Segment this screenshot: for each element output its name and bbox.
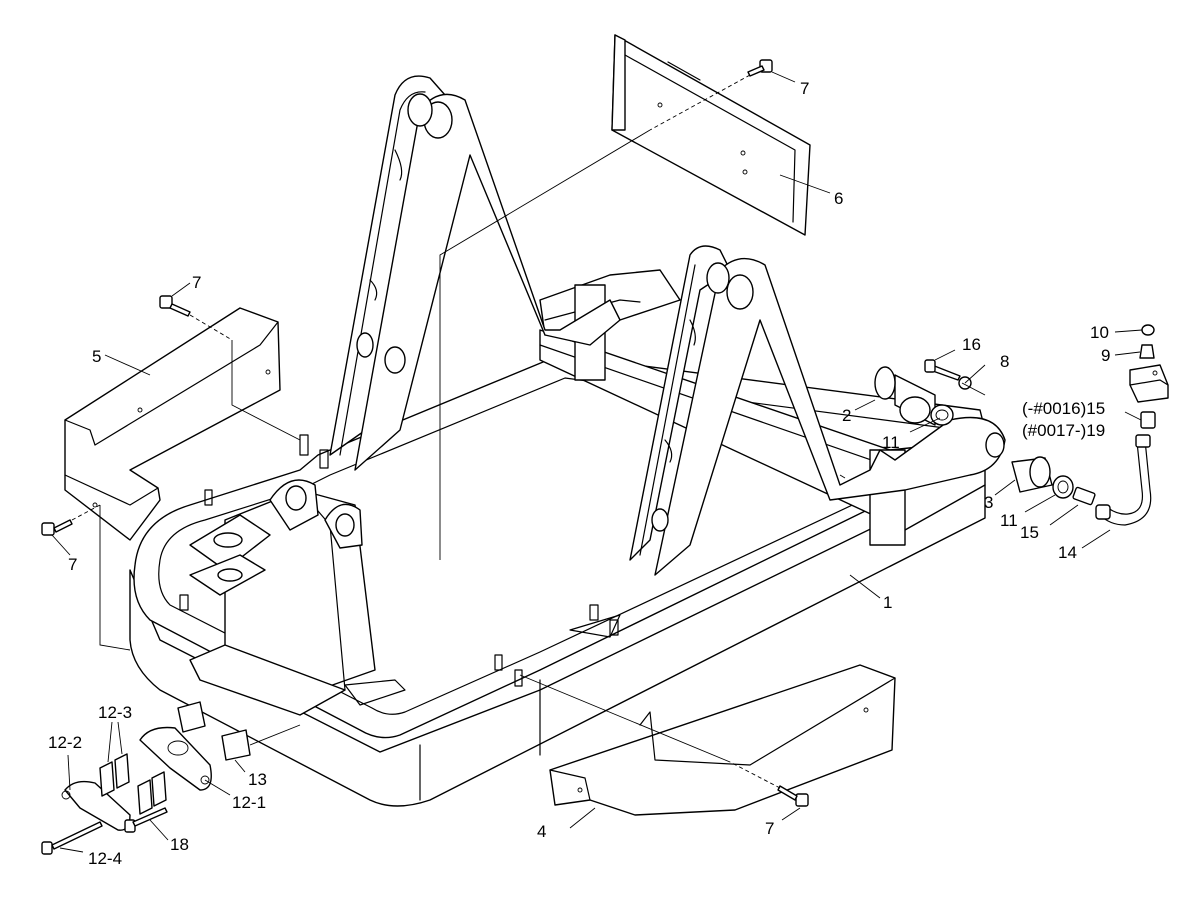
callout-11-upper: 11 <box>882 433 900 452</box>
cap-10 <box>1141 324 1155 336</box>
bolt-7-left-upper <box>159 295 191 317</box>
bolt-12-4 <box>41 821 103 855</box>
callout-12-4: 12-4 <box>88 849 122 868</box>
assembly-lines <box>71 74 986 789</box>
callout-5: 5 <box>92 347 101 366</box>
bolt-18 <box>124 807 168 833</box>
bolt-7-left-lower <box>41 519 73 536</box>
callout-9: 9 <box>1101 346 1110 365</box>
fitting-15 <box>1072 486 1096 506</box>
shims-12-3 <box>99 753 167 815</box>
callout-12-1: 12-1 <box>232 793 266 812</box>
callout-15-upper: (-#0016)15 <box>1022 399 1105 418</box>
pin-2 <box>874 366 936 426</box>
callout-7-left-upper: 7 <box>192 273 201 292</box>
hose-14 <box>1095 434 1152 526</box>
callout-8: 8 <box>1000 352 1009 371</box>
callout-7-left-lower: 7 <box>68 555 77 574</box>
callout-2: 2 <box>842 406 851 425</box>
callout-14: 14 <box>1058 543 1077 562</box>
guard-5 <box>64 307 281 541</box>
bolt-16 <box>924 359 961 381</box>
grease-nipple-9 <box>1139 344 1155 359</box>
washer-11-upper <box>930 404 954 426</box>
callout-11-lower: 11 <box>1000 511 1018 530</box>
bolt-7-top <box>747 59 773 77</box>
main-frame <box>129 75 1006 807</box>
clamp-12-2 <box>61 780 131 831</box>
grease-block <box>1129 364 1169 403</box>
callout-7-bottom: 7 <box>765 819 774 838</box>
leader-lines <box>51 71 1143 853</box>
bar-4 <box>549 664 896 816</box>
bolt-7-bottom <box>777 785 809 807</box>
callout-15-lower: 15 <box>1020 523 1039 542</box>
callout-19: (#0017-)19 <box>1022 421 1105 440</box>
callout-labels: 7 6 7 5 7 1 2 11 16 8 3 11 15 14 (-#0016… <box>48 79 1110 868</box>
fitting-19 <box>1140 411 1156 429</box>
bushing-3 <box>1011 456 1053 493</box>
callout-7-top: 7 <box>800 79 809 98</box>
callout-10: 10 <box>1090 323 1109 342</box>
callout-12-2: 12-2 <box>48 733 82 752</box>
callout-1: 1 <box>883 593 892 612</box>
callout-6: 6 <box>834 189 843 208</box>
callout-4: 4 <box>537 822 546 841</box>
callout-18: 18 <box>170 835 189 854</box>
pad-13 <box>177 701 251 761</box>
callout-3: 3 <box>984 493 993 512</box>
washer-11-lower <box>1052 475 1074 499</box>
callout-16: 16 <box>962 335 981 354</box>
clamp-12-1 <box>139 726 212 791</box>
cover-plate-6 <box>611 34 811 236</box>
callout-12-3: 12-3 <box>98 703 132 722</box>
callout-13: 13 <box>248 770 267 789</box>
